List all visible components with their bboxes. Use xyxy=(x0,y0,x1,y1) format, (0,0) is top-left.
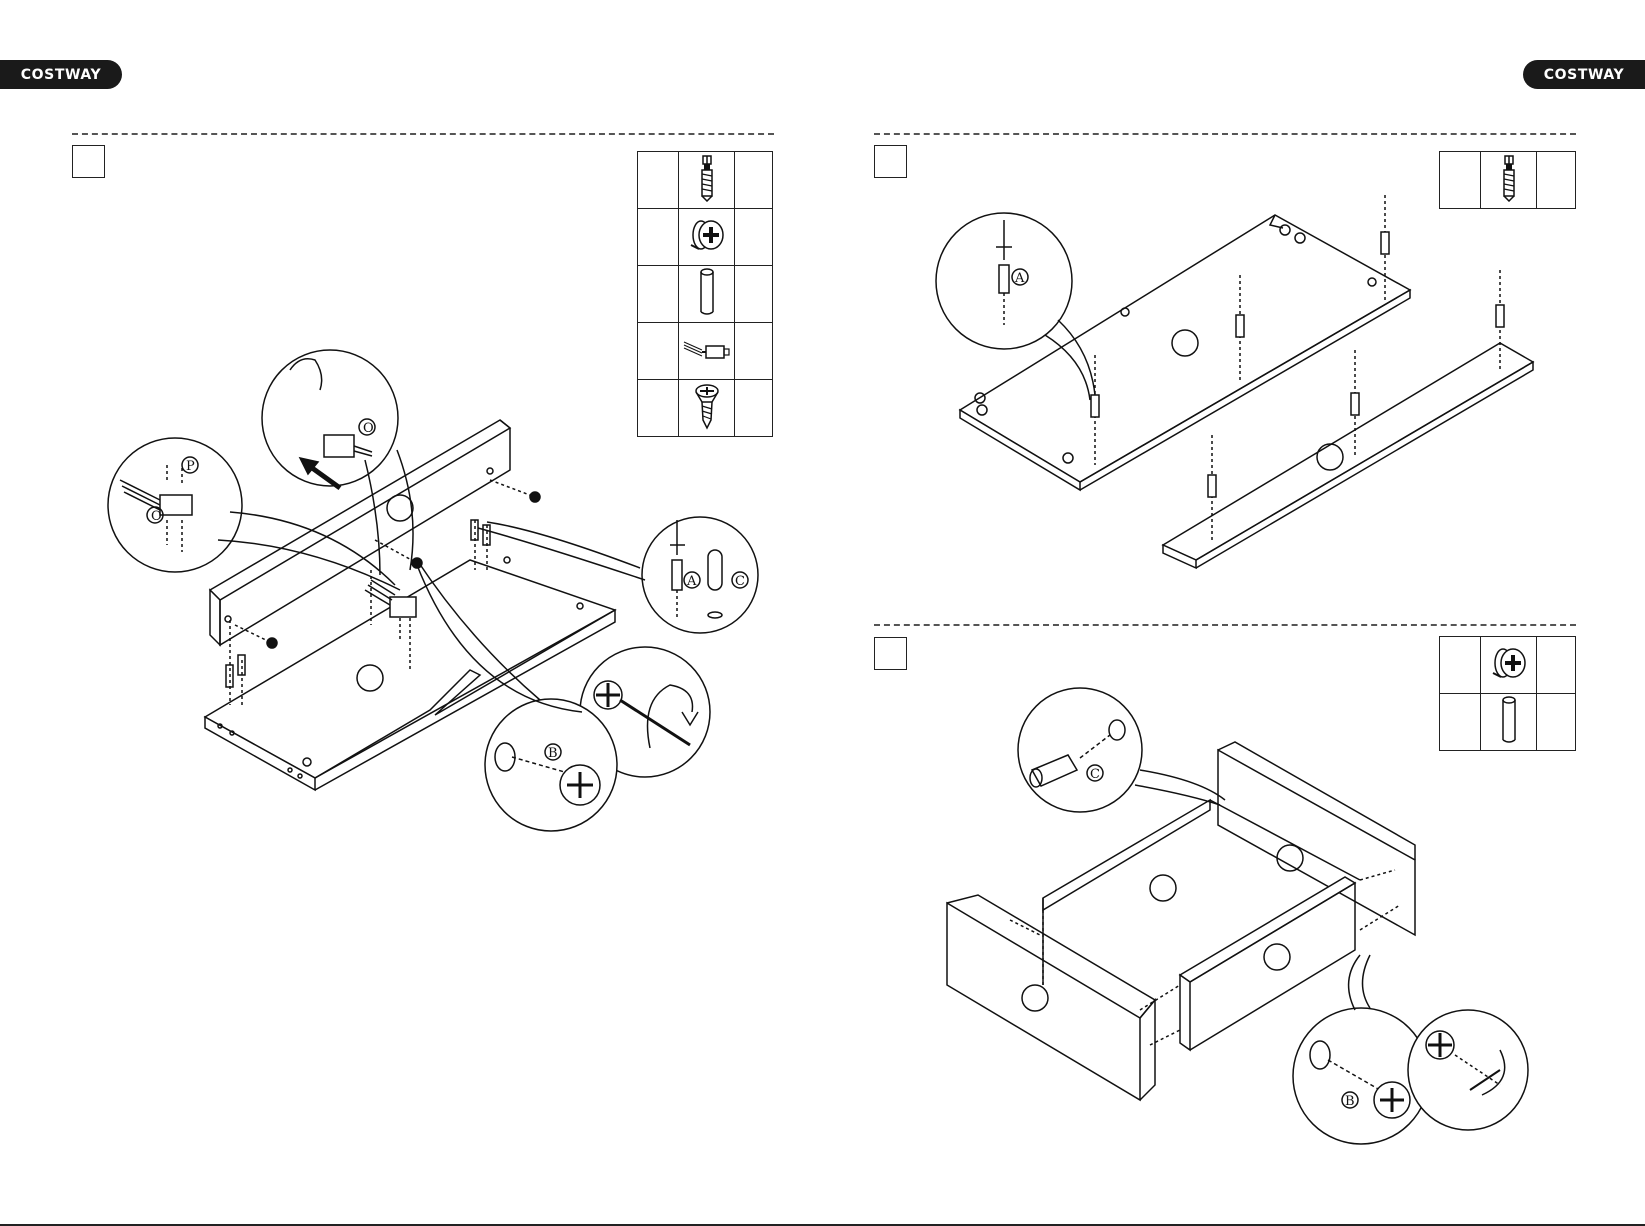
svg-text:B: B xyxy=(548,746,558,761)
step-left-assembly xyxy=(108,350,758,831)
svg-text:A: A xyxy=(686,574,697,589)
svg-text:B: B xyxy=(1345,1094,1355,1109)
svg-text:C: C xyxy=(1090,767,1100,782)
step-right-top-assembly xyxy=(936,195,1533,568)
svg-text:C: C xyxy=(735,574,745,589)
svg-text:P: P xyxy=(186,459,195,474)
svg-text:O: O xyxy=(151,509,162,524)
svg-text:O: O xyxy=(363,421,374,436)
step-right-bottom-assembly xyxy=(947,688,1528,1144)
svg-text:A: A xyxy=(1014,271,1025,286)
